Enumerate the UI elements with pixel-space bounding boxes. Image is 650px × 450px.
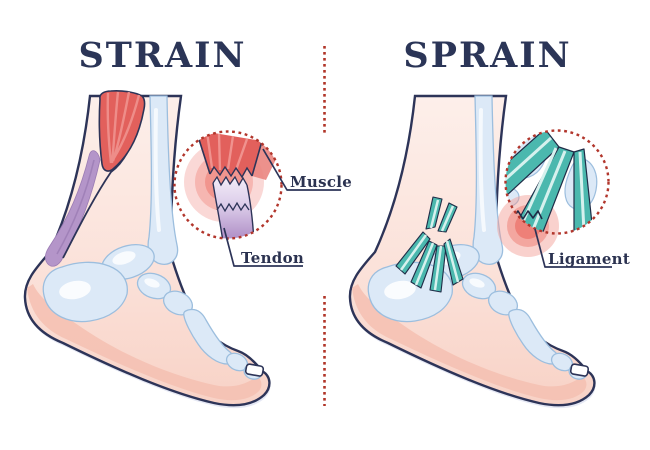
muscle-leader-line — [262, 148, 341, 191]
ligament-leader-line — [534, 228, 612, 268]
muscle-label: Muscle — [290, 173, 353, 191]
left-foot-illustration — [22, 90, 273, 411]
ligament-label: Ligament — [548, 250, 631, 268]
strain-title: STRAIN — [78, 35, 247, 76]
ligament-tear-inset — [497, 129, 610, 257]
inset-dotted-border — [504, 129, 610, 235]
inset-dotted-border — [173, 130, 283, 240]
tendon-label: Tendon — [241, 249, 305, 267]
sprain-title: SPRAIN — [403, 35, 572, 76]
torn-tendon — [212, 175, 255, 239]
tendon-leader-line — [223, 227, 303, 267]
calf-muscle — [98, 90, 146, 172]
ankle-ligaments — [395, 196, 464, 293]
muscle-tear-inset — [173, 130, 283, 240]
right-foot-illustration — [347, 94, 598, 411]
